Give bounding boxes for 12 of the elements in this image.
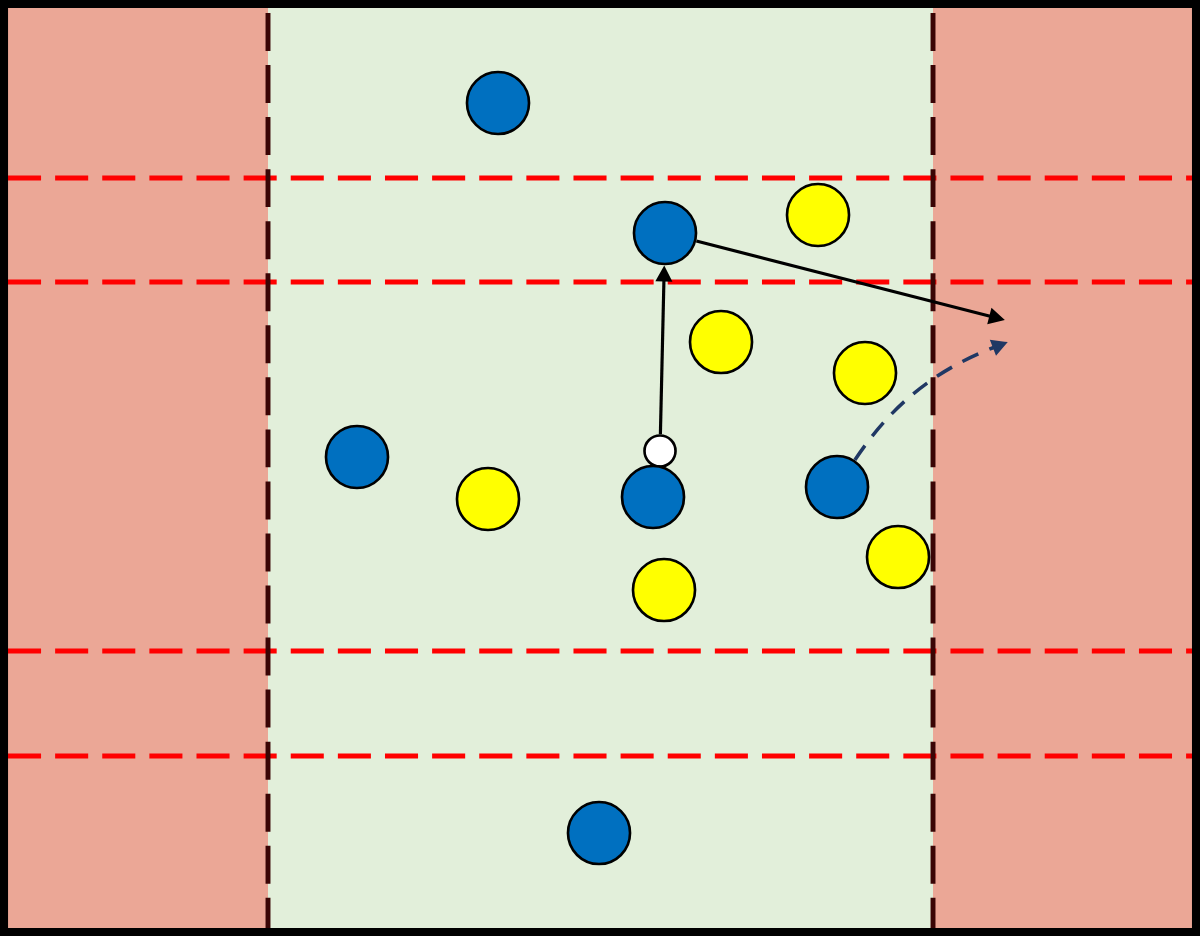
player-circle [865, 524, 931, 590]
player-circle [804, 454, 870, 520]
player-circle [688, 309, 754, 375]
player-circle [455, 466, 521, 532]
player-circle [785, 182, 851, 248]
player-circle [465, 70, 531, 136]
player-circle [566, 800, 632, 866]
player-circle [620, 464, 686, 530]
player-circle [632, 200, 698, 266]
player-circle [324, 424, 390, 490]
player-circle [832, 340, 898, 406]
player-circle [631, 557, 697, 623]
